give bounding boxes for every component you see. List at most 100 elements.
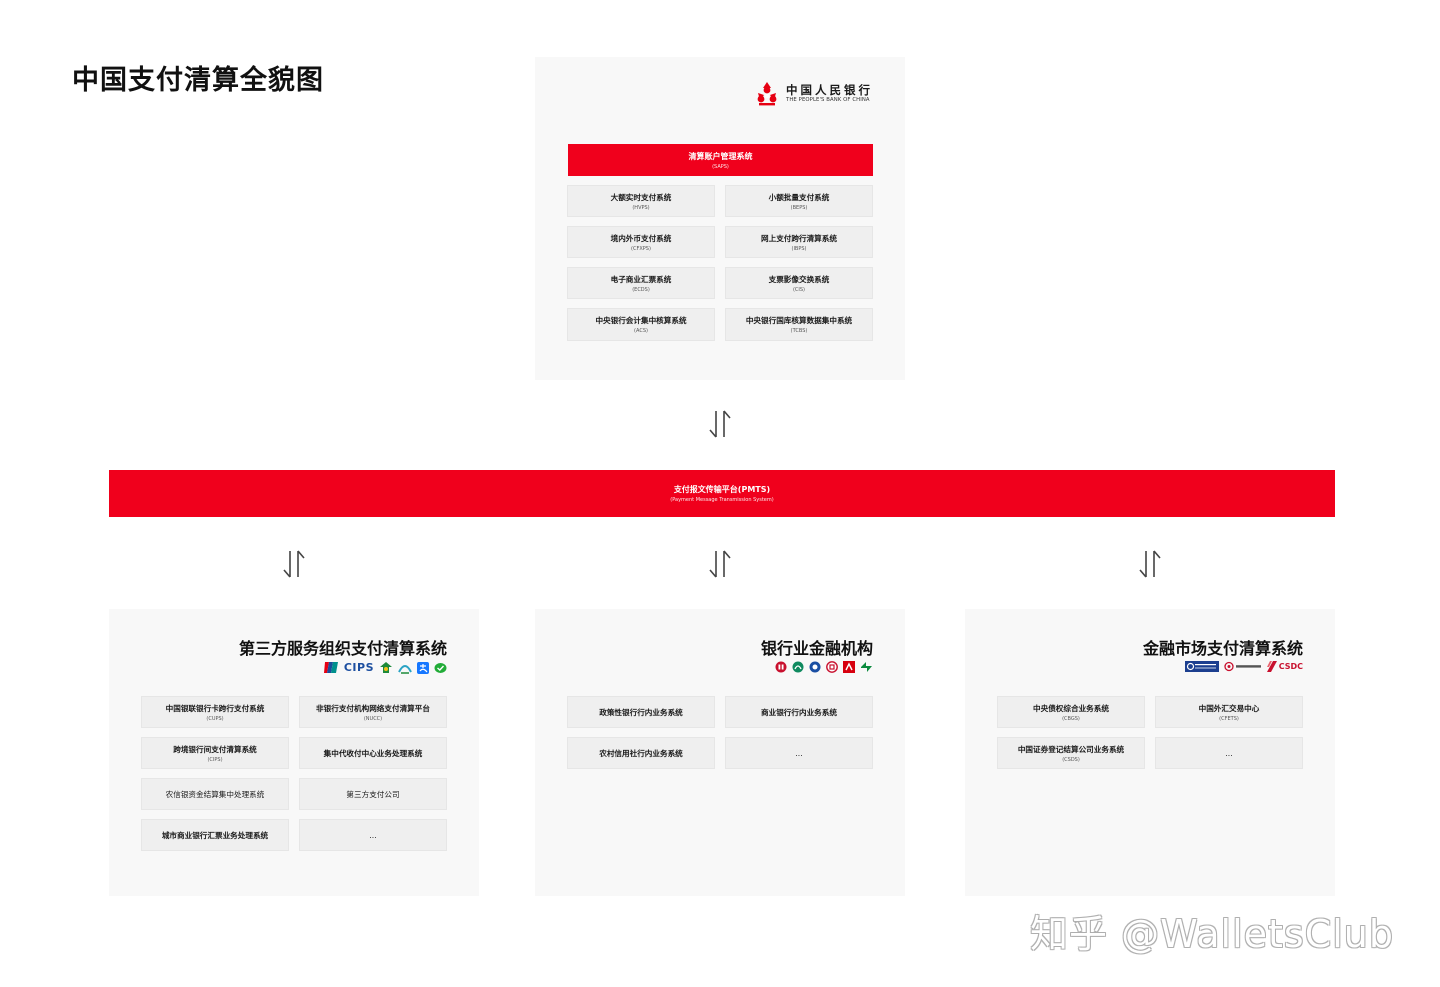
system-abbr: (BEPS) bbox=[790, 204, 808, 211]
ccdc-logo-icon bbox=[1184, 661, 1219, 672]
system-abbr: (CSDS) bbox=[1062, 756, 1080, 763]
icbc-logo-icon bbox=[826, 661, 838, 673]
abc-logo-icon bbox=[792, 661, 804, 673]
system-abbr: (NUCC) bbox=[363, 715, 383, 722]
pboc-system-beps: 小额批量支付系统(BEPS) bbox=[725, 185, 873, 217]
pboc-panel: 中国人民银行 THE PEOPLE'S BANK OF CHINA 清算账户管理… bbox=[535, 57, 905, 380]
financial-market-logos: CSDC bbox=[1184, 661, 1303, 672]
pboc-system-hvps: 大额实时支付系统 (HVPS) bbox=[567, 185, 715, 217]
banking-system-rural-credit-cooperatives: 农村信用社行内业务系统 bbox=[567, 737, 715, 769]
pboc-system-cfxps: 境内外币支付系统(CFXPS) bbox=[567, 226, 715, 258]
third-party-title: 第三方服务组织支付清算系统 bbox=[238, 639, 447, 658]
system-name: 网上支付跨行清算系统 bbox=[761, 233, 837, 243]
system-abbr: (CIS) bbox=[792, 286, 806, 293]
system-abbr: (HVPS) bbox=[632, 204, 650, 211]
third-party-system-grid: 中国银联银行卡跨行支付系统 (CUPS) 非银行支付机构网络支付清算平台 (NUCC… bbox=[141, 696, 447, 851]
system-name: 农村信用社行内业务系统 bbox=[599, 748, 683, 758]
pmts-english: (Payment Message Transmission System) bbox=[670, 497, 774, 503]
system-abbr: (CIPS) bbox=[207, 756, 223, 763]
system-name: 中央债权综合业务系统 bbox=[1033, 703, 1109, 713]
pboc-system-ibps: 网上支付跨行清算系统 (IBPS) bbox=[725, 226, 873, 258]
system-abbr: (ACS) bbox=[634, 328, 648, 334]
page-title: 中国支付清算全貌图 bbox=[72, 65, 324, 96]
banking-logos bbox=[775, 661, 873, 673]
psbc-logo-icon bbox=[861, 662, 872, 672]
financial-market-system-more: ... bbox=[1155, 737, 1303, 769]
nucc-logo-icon bbox=[398, 664, 412, 674]
banking-title: 银行业金融机构 bbox=[760, 639, 873, 658]
third-party-system-cips: 跨境银行间支付清算系统 (CIPS) bbox=[141, 737, 289, 769]
bidirectional-arrow-icon bbox=[1137, 547, 1163, 581]
system-name: ... bbox=[795, 748, 803, 758]
saps-abbr: (SAPS) bbox=[712, 163, 729, 170]
pboc-system-cis: 支票影像交换系统 (CIS) bbox=[725, 267, 873, 299]
pboc-system-acs: 中央银行会计集中核算系统 (ACS) bbox=[567, 308, 715, 341]
system-abbr: (ECDS) bbox=[632, 286, 650, 293]
third-party-system-collection-center: 集中代收付中心业务处理系统 bbox=[299, 737, 447, 769]
third-party-system-nucc: 非银行支付机构网络支付清算平台 (NUCC) bbox=[299, 696, 447, 728]
system-name: 集中代收付中心业务处理系统 bbox=[323, 748, 423, 758]
system-name: 大额实时支付系统 bbox=[610, 192, 672, 202]
system-name: 城市商业银行汇票业务处理系统 bbox=[161, 830, 269, 840]
boc-logo-icon bbox=[775, 661, 787, 673]
bidirectional-arrow-icon bbox=[707, 407, 733, 441]
system-name: 中国银联银行卡跨行支付系统 bbox=[165, 703, 265, 713]
financial-market-panel: 金融市场支付清算系统 CSDC 中央债权综合业务系统 (CBGS) 中国外汇交易中… bbox=[965, 609, 1335, 896]
system-name: 第三方支付公司 bbox=[346, 789, 400, 799]
wechat-pay-logo-icon bbox=[434, 662, 447, 673]
ccb-logo-icon bbox=[809, 661, 821, 673]
pboc-logo: 中国人民银行 THE PEOPLE'S BANK OF CHINA bbox=[754, 81, 873, 107]
shclearing-logo-icon bbox=[1224, 661, 1261, 672]
cmb-logo-icon bbox=[843, 661, 855, 673]
pmts-name: 支付报文传输平台(PMTS) bbox=[673, 485, 771, 494]
system-name: 中国证券登记结算公司业务系统 bbox=[1017, 744, 1125, 754]
system-name: 政策性银行行内业务系统 bbox=[599, 707, 683, 717]
third-party-system-payment-companies: 第三方支付公司 bbox=[299, 778, 447, 810]
third-party-panel: 第三方服务组织支付清算系统 CIPS 中国银联银行卡跨行支付系统 (CUPS) 非… bbox=[109, 609, 479, 896]
watermark: 知乎 @WalletsClub bbox=[1030, 912, 1394, 956]
system-abbr: (CUPS) bbox=[206, 715, 224, 722]
system-name: 电子商业汇票系统 bbox=[610, 274, 672, 284]
third-party-logos: CIPS bbox=[323, 661, 447, 674]
system-name: 中央银行会计集中核算系统 bbox=[595, 316, 687, 325]
financial-market-system-cbgs: 中央债权综合业务系统 (CBGS) bbox=[997, 696, 1145, 728]
banking-system-policy-banks: 政策性银行行内业务系统 bbox=[567, 696, 715, 728]
third-party-system-more: ... bbox=[299, 819, 447, 851]
pboc-logo-english: THE PEOPLE'S BANK OF CHINA bbox=[786, 97, 870, 104]
system-name: 商业银行行内业务系统 bbox=[761, 707, 837, 717]
unionpay-logo-icon bbox=[323, 662, 338, 673]
third-party-system-rural-credit: 农信银资金结算集中处理系统 bbox=[141, 778, 289, 810]
system-abbr: (CFETS) bbox=[1219, 715, 1239, 722]
alipay-logo-icon bbox=[417, 661, 429, 674]
financial-market-system-csds: 中国证券登记结算公司业务系统 (CSDS) bbox=[997, 737, 1145, 769]
pmts-bar: 支付报文传输平台(PMTS) (Payment Message Transmis… bbox=[109, 470, 1335, 517]
third-party-system-city-bank-drafts: 城市商业银行汇票业务处理系统 bbox=[141, 819, 289, 851]
banking-system-more: ... bbox=[725, 737, 873, 769]
pboc-system-tcbs: 中央银行国库核算数据集中系统 (TCBS) bbox=[725, 308, 873, 341]
financial-market-title: 金融市场支付清算系统 bbox=[1142, 639, 1303, 658]
third-party-system-cups: 中国银联银行卡跨行支付系统 (CUPS) bbox=[141, 696, 289, 728]
saps-name: 清算账户管理系统 bbox=[688, 151, 753, 161]
banking-system-commercial-banks: 商业银行行内业务系统 bbox=[725, 696, 873, 728]
pboc-logo-chinese: 中国人民银行 bbox=[786, 82, 873, 97]
bidirectional-arrow-icon bbox=[707, 547, 733, 581]
system-name: 跨境银行间支付清算系统 bbox=[173, 744, 257, 754]
system-name: 支票影像交换系统 bbox=[768, 274, 830, 284]
bidirectional-arrow-icon bbox=[281, 547, 307, 581]
system-name: 中央银行国库核算数据集中系统 bbox=[745, 316, 853, 325]
banking-system-grid: 政策性银行行内业务系统 商业银行行内业务系统 农村信用社行内业务系统 ... bbox=[567, 696, 873, 769]
system-name: 境内外币支付系统 bbox=[610, 233, 672, 243]
rural-credit-logo-icon bbox=[380, 662, 392, 673]
system-abbr: (CBGS) bbox=[1062, 715, 1080, 722]
csdc-logo-icon bbox=[1266, 661, 1277, 672]
saps-bar: 清算账户管理系统 (SAPS) bbox=[568, 144, 873, 176]
pboc-system-grid: 大额实时支付系统(HVPS) 小额批量支付系统(BEPS) 境内外币支付系统(C… bbox=[567, 185, 873, 341]
system-name: ... bbox=[369, 830, 377, 840]
financial-market-system-cfets: 中国外汇交易中心(CFETS) bbox=[1155, 696, 1303, 728]
financial-market-system-grid: 中央债权综合业务系统 (CBGS) 中国外汇交易中心(CFETS) 中国证券登记结… bbox=[997, 696, 1303, 769]
system-abbr: (IBPS) bbox=[791, 245, 807, 252]
system-abbr: (TCBS) bbox=[790, 328, 808, 334]
pboc-system-ecds: 电子商业汇票系统 (ECDS) bbox=[567, 267, 715, 299]
cips-logo: CIPS bbox=[343, 661, 374, 674]
system-name: 非银行支付机构网络支付清算平台 bbox=[316, 703, 430, 713]
